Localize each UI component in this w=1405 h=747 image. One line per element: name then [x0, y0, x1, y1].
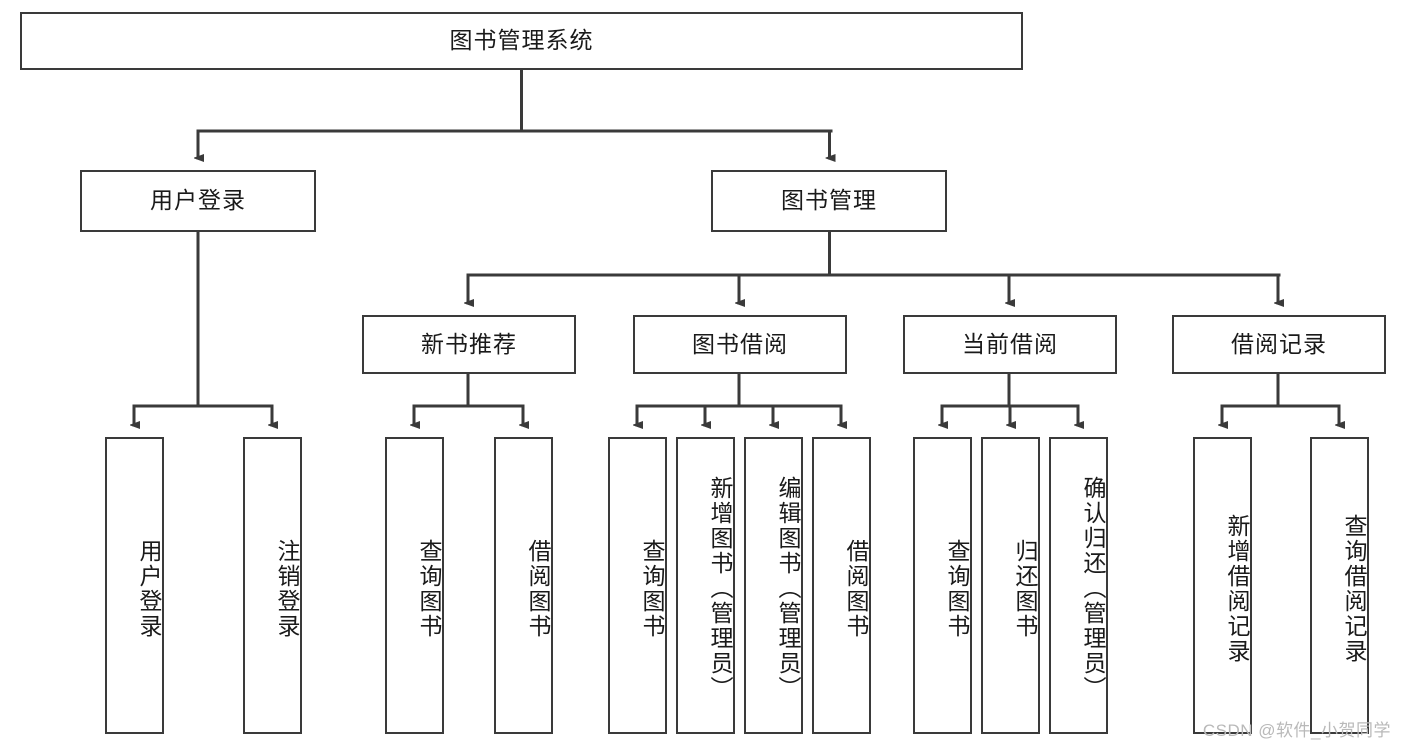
node-leaf-return-book[interactable]: 归还图书 [981, 437, 1040, 734]
node-root-system[interactable]: 图书管理系统 [20, 12, 1023, 70]
node-leaf-add-book[interactable]: 新增图书（管理员） [676, 437, 735, 734]
node-leaf-user-login-label: 用户登录 [136, 538, 162, 639]
node-borrow-record[interactable]: 借阅记录 [1172, 315, 1386, 374]
node-leaf-edit-book-label: 编辑图书（管理员） [775, 476, 801, 701]
node-leaf-confirm-return[interactable]: 确认归还（管理员） [1049, 437, 1108, 734]
node-leaf-query-borrow-record[interactable]: 查询借阅记录 [1310, 437, 1369, 734]
node-book-borrow[interactable]: 图书借阅 [633, 315, 847, 374]
node-user-login-label: 用户登录 [150, 187, 246, 214]
node-new-book-recommend-label: 新书推荐 [421, 330, 517, 357]
node-leaf-borrow-book-1-label: 借阅图书 [525, 538, 551, 639]
node-leaf-query-book-1[interactable]: 查询图书 [385, 437, 444, 734]
node-user-login[interactable]: 用户登录 [80, 170, 316, 232]
node-leaf-return-book-label: 归还图书 [1012, 538, 1038, 639]
node-leaf-query-borrow-record-label: 查询借阅记录 [1341, 513, 1367, 664]
node-leaf-confirm-return-label: 确认归还（管理员） [1080, 476, 1106, 701]
node-leaf-edit-book[interactable]: 编辑图书（管理员） [744, 437, 803, 734]
node-leaf-logout-login-label: 注销登录 [274, 538, 300, 639]
node-new-book-recommend[interactable]: 新书推荐 [362, 315, 576, 374]
node-leaf-user-login[interactable]: 用户登录 [105, 437, 164, 734]
node-leaf-add-borrow-record-label: 新增借阅记录 [1224, 513, 1250, 664]
node-leaf-add-book-label: 新增图书（管理员） [707, 476, 733, 701]
node-leaf-query-book-3[interactable]: 查询图书 [913, 437, 972, 734]
node-leaf-query-book-2-label: 查询图书 [639, 538, 665, 639]
node-root-system-label: 图书管理系统 [449, 27, 594, 54]
node-leaf-query-book-3-label: 查询图书 [944, 538, 970, 639]
node-leaf-borrow-book-1[interactable]: 借阅图书 [494, 437, 553, 734]
node-borrow-record-label: 借阅记录 [1231, 330, 1327, 357]
node-book-manage[interactable]: 图书管理 [711, 170, 947, 232]
node-book-manage-label: 图书管理 [781, 187, 877, 214]
node-current-borrow[interactable]: 当前借阅 [903, 315, 1117, 374]
node-leaf-logout-login[interactable]: 注销登录 [243, 437, 302, 734]
node-leaf-query-book-1-label: 查询图书 [416, 538, 442, 639]
node-leaf-query-book-2[interactable]: 查询图书 [608, 437, 667, 734]
node-leaf-borrow-book-2[interactable]: 借阅图书 [812, 437, 871, 734]
node-book-borrow-label: 图书借阅 [692, 330, 788, 357]
node-leaf-borrow-book-2-label: 借阅图书 [843, 538, 869, 639]
node-current-borrow-label: 当前借阅 [962, 330, 1058, 357]
node-leaf-add-borrow-record[interactable]: 新增借阅记录 [1193, 437, 1252, 734]
csdn-watermark: CSDN @软件_小贺同学 [1202, 721, 1391, 740]
